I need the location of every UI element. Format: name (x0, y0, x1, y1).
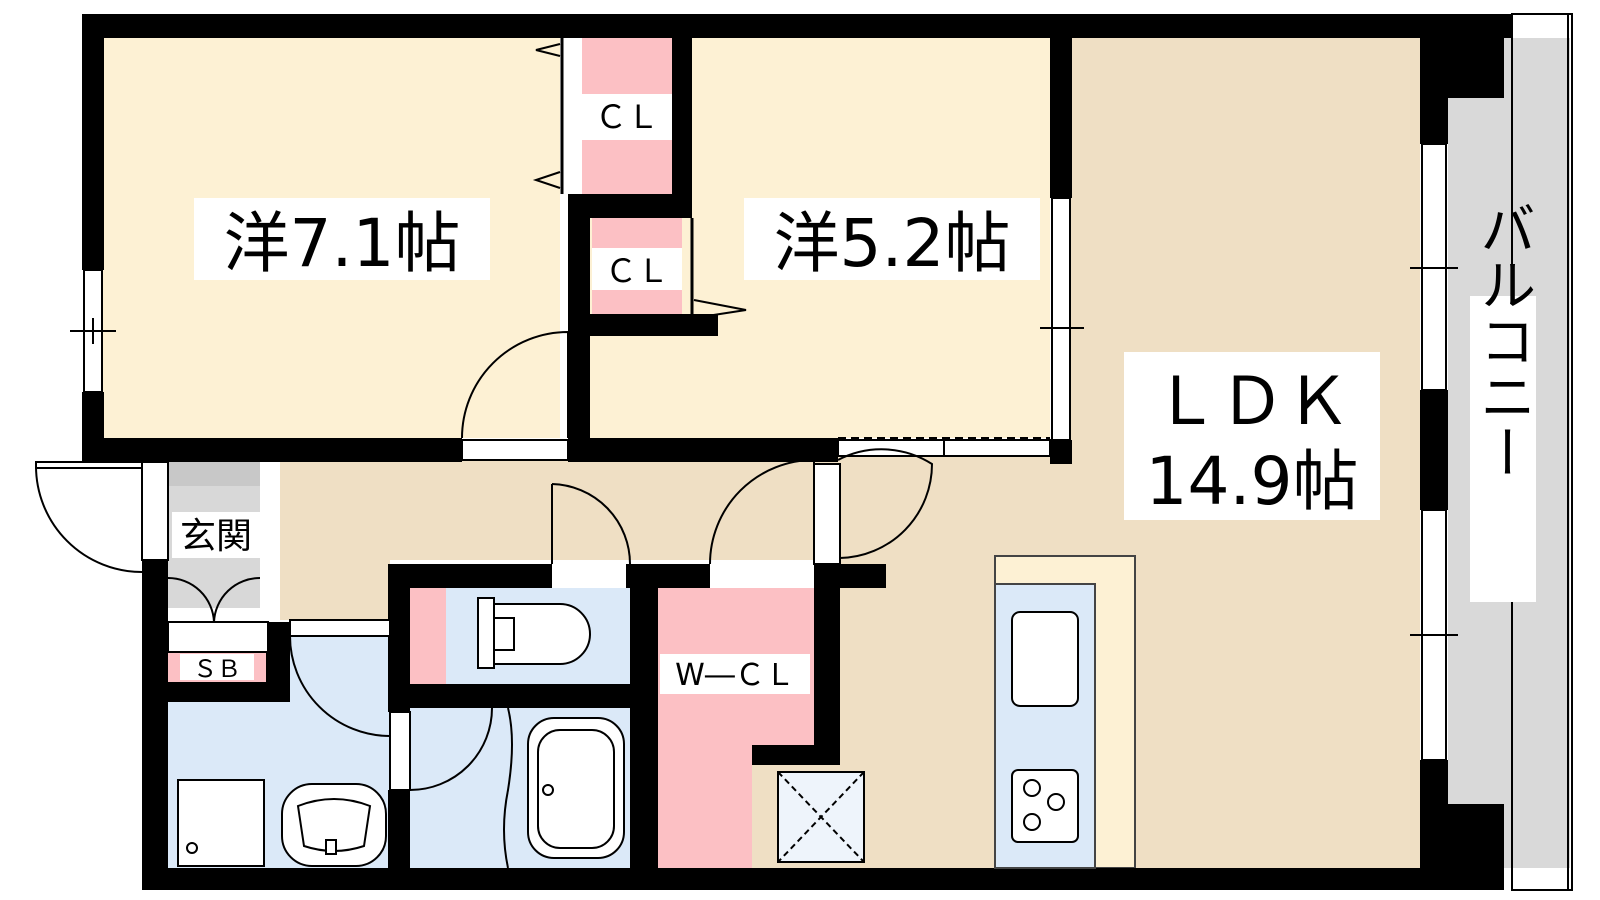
western-room-b-label-bg (744, 198, 1040, 280)
door-room-a-leaf (461, 439, 569, 461)
walk-in-closet-label: W―ＣＬ (675, 658, 795, 693)
door-room-a-swing (461, 330, 569, 439)
door-bath-leaf (389, 711, 411, 791)
wall-closet-a-bottom (568, 194, 692, 218)
closet-a-label: ＣＬ (595, 98, 659, 136)
wall-rooms-bottom-b (568, 438, 838, 462)
shoe-box-label-bg (180, 654, 254, 680)
wall-wet-middle (630, 564, 658, 890)
wall-right-ldk-mid (1420, 390, 1448, 510)
wall-shoebox-bottom (142, 682, 290, 702)
wall-toilet-bottom (388, 684, 630, 708)
wall-balcony-top (1420, 14, 1504, 98)
ldk-label-bottom: 14.9帖 (1146, 443, 1359, 520)
balcony-label-bg (1470, 296, 1536, 602)
entrance-step (167, 621, 269, 653)
door-entrance-swing (35, 465, 143, 573)
walk-in-closet-label-bg (660, 654, 810, 694)
toilet-seat-hinge (493, 617, 515, 651)
wall-entrance-bottom (142, 868, 1442, 890)
door-ldk-swing (837, 448, 934, 559)
door-entrance-frame (141, 461, 169, 561)
wall-wic-right (814, 564, 840, 754)
door-shoebox-swing-right (213, 576, 261, 623)
closet-a-label-bg (582, 94, 672, 140)
closet-a-door-bottom (532, 171, 561, 189)
door-entrance-leaf (35, 461, 143, 469)
closet-b-door (693, 299, 747, 319)
door-ldk-leaf (813, 463, 841, 565)
toilet-tank (477, 597, 495, 669)
wall-wic-step (752, 745, 840, 765)
wall-left-upper (82, 14, 104, 270)
balcony-label: バルコニー (1471, 200, 1536, 480)
door-shoebox-swing-left (167, 576, 215, 623)
wall-room-b-right-bottom (1050, 440, 1072, 464)
entrance-upper-floor (168, 458, 260, 486)
wall-shoebox-right (266, 622, 290, 702)
entrance-label: 玄関 (180, 516, 252, 557)
vanity-faucet (325, 839, 337, 855)
bathtub-inner (537, 729, 615, 849)
closet-b-label-bg (592, 248, 682, 290)
wall-wet-left (388, 564, 410, 712)
door-toilet-swing (551, 483, 631, 565)
wall-between-rooms (568, 214, 590, 462)
shoe-box-label: ＳＢ (193, 655, 241, 683)
western-room-b-label: 洋5.2帖 (774, 205, 1011, 282)
burner-bottom (1023, 813, 1041, 831)
wall-rooms-bottom-a (82, 438, 462, 462)
door-wic-swing (709, 459, 815, 565)
labels: 洋7.1帖 洋5.2帖 ＬＤＫ 14.9帖 ＣＬ ＣＬ W―ＣＬ 玄関 ＳＢ バ… (172, 98, 1536, 694)
doors (35, 38, 934, 869)
door-washroom-leaf (289, 619, 391, 637)
wall-room-b-right-top (1050, 38, 1072, 198)
closet-a-fill-top (582, 38, 672, 94)
toilet-storage (410, 588, 446, 684)
windows (70, 143, 1458, 761)
door-washroom-swing (289, 635, 391, 737)
closet-a-door-top (535, 43, 561, 57)
walls (82, 14, 1512, 890)
wall-top (82, 14, 1512, 38)
wall-closet-a-right (672, 38, 692, 218)
wall-bath-left (388, 790, 410, 890)
western-room-a-label-bg (194, 198, 490, 280)
bathtub-drain (542, 784, 554, 796)
bath-curtain-line (503, 707, 513, 869)
wall-entrance-left (142, 560, 168, 890)
burner-right (1047, 793, 1065, 811)
closet-b-fill-bottom (592, 290, 682, 314)
washing-machine-drain (186, 842, 198, 854)
wall-closet-b-bottom (590, 314, 718, 336)
kitchen-sink (1011, 611, 1079, 707)
hallway-side-floor (280, 540, 390, 620)
wall-wet-top (388, 564, 552, 588)
refrigerator-cross-b (777, 771, 865, 863)
toilet-bowl (493, 603, 591, 665)
washing-machine (177, 779, 265, 867)
entrance-label-bg (172, 512, 260, 558)
closet-a-fill-bottom (582, 140, 672, 194)
burner-top (1023, 779, 1041, 797)
wall-balcony-bottom (1420, 804, 1504, 890)
kitchen-stove (1011, 769, 1079, 843)
closet-b-fill (592, 218, 682, 248)
door-bath-swing (409, 707, 493, 791)
vanity-basin (296, 798, 372, 852)
ldk-label-top: ＬＤＫ (1153, 363, 1351, 440)
ldk-label-bg (1124, 352, 1380, 520)
window-room-b-right (1051, 197, 1071, 441)
fixtures (177, 437, 1096, 869)
closet-b-label: ＣＬ (605, 252, 669, 290)
western-room-a-label: 洋7.1帖 (224, 205, 461, 282)
